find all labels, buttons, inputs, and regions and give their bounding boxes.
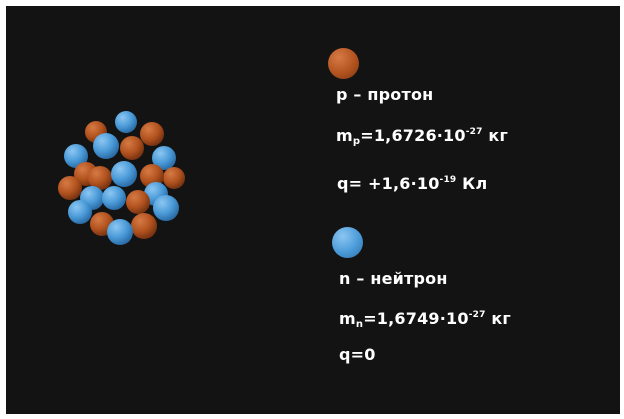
neutron-charge-formula: q=0 [339, 345, 376, 364]
neutron-particle [64, 144, 88, 168]
neutron-particle [115, 111, 137, 133]
neutron-ball-icon [332, 227, 363, 258]
nucleus-particles [58, 111, 185, 245]
neutron-mass-formula: mn=1,6749·10-27 кг [339, 309, 511, 330]
proton-ball-icon [328, 48, 359, 79]
neutron-label: n – нейтрон [339, 269, 448, 288]
neutron-particle [68, 200, 92, 224]
proton-particle [126, 190, 150, 214]
proton-label: p – протон [336, 85, 434, 104]
proton-particle [58, 176, 82, 200]
neutron-particle [152, 146, 176, 170]
proton-particle [131, 213, 157, 239]
proton-particle [88, 166, 112, 190]
proton-particle [140, 164, 164, 188]
proton-particle [120, 136, 144, 160]
neutron-particle [93, 133, 119, 159]
neutron-particle [107, 219, 133, 245]
proton-mass-formula: mp=1,6726·10-27 кг [336, 126, 508, 147]
slide-frame: p – протон mp=1,6726·10-27 кг q= +1,6·10… [6, 6, 620, 414]
neutron-particle [102, 186, 126, 210]
proton-charge-formula: q= +1,6·10-19 Кл [337, 174, 488, 193]
neutron-particle [153, 195, 179, 221]
atomic-nucleus-illustration [58, 111, 185, 245]
proton-particle [140, 122, 164, 146]
neutron-particle [111, 161, 137, 187]
proton-particle [163, 167, 185, 189]
